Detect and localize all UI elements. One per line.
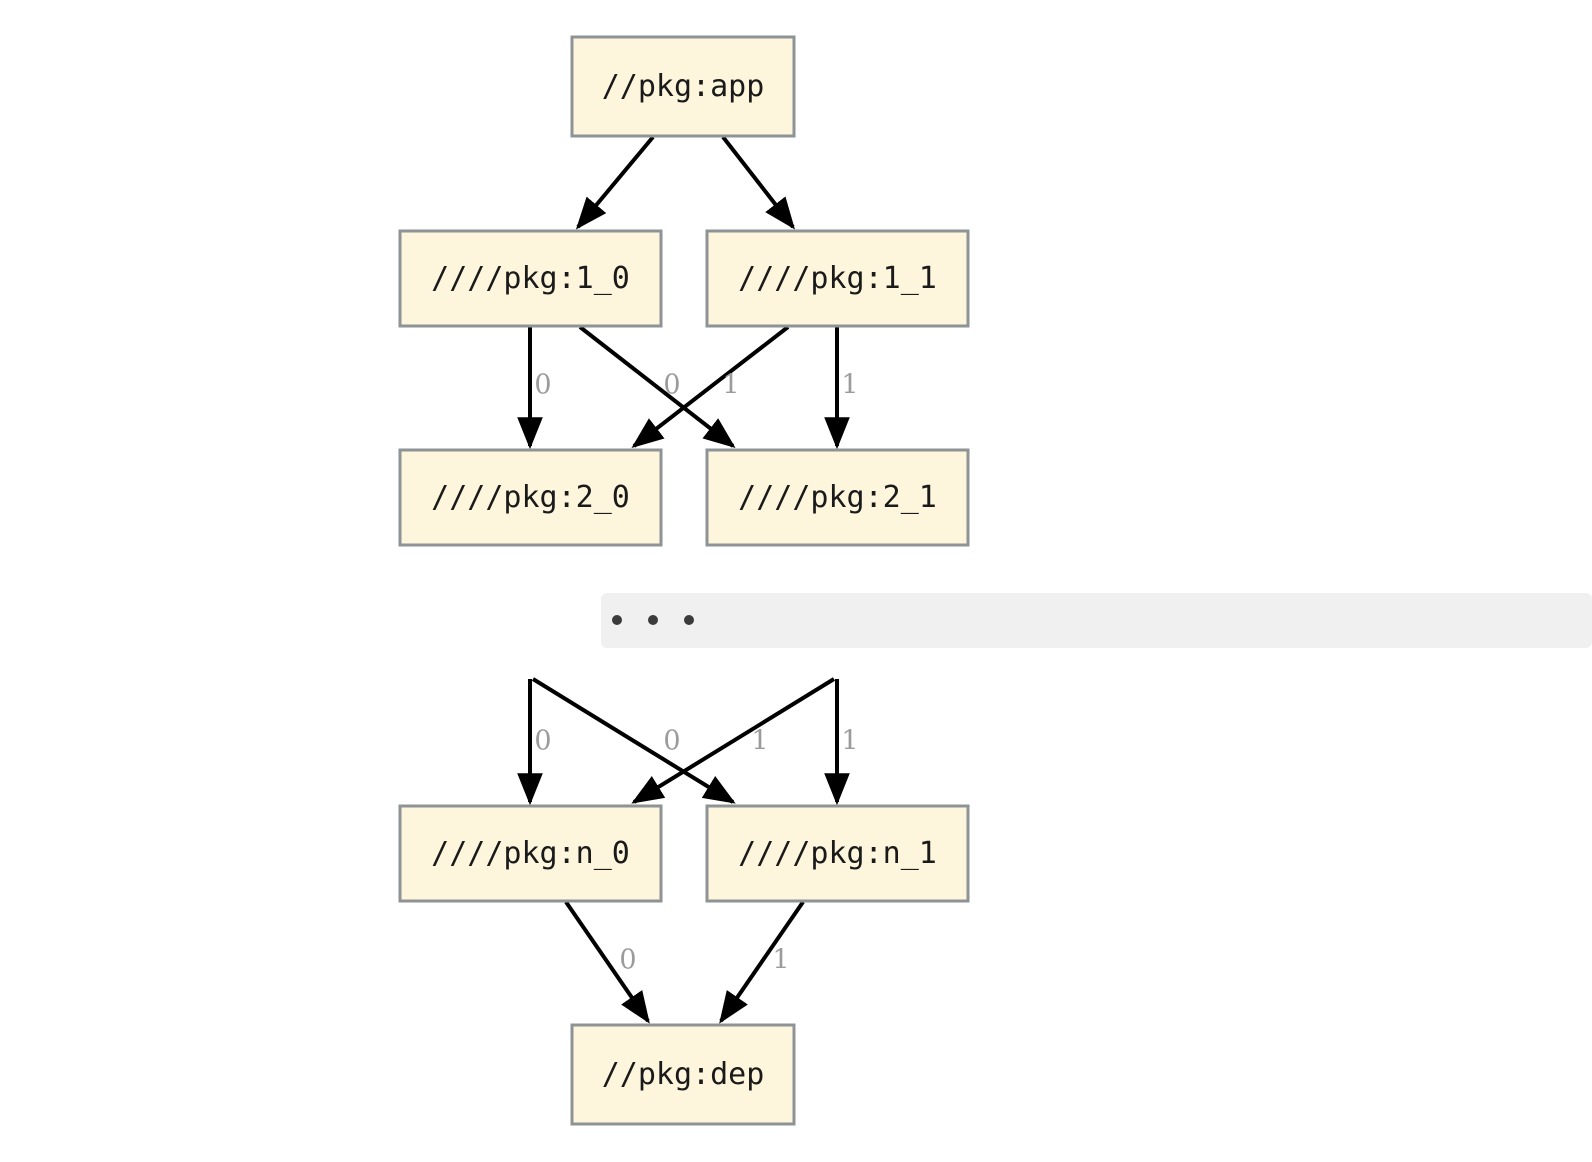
node-box[interactable]: [398, 448, 663, 547]
edge-label: 1: [751, 726, 768, 757]
edge-1_0-to-2_0: 0: [517, 327, 552, 450]
edge-label: 0: [534, 726, 551, 757]
edge-line: [719, 900, 805, 1024]
node-box[interactable]: [705, 804, 970, 903]
edge-line: [578, 325, 736, 448]
node-label: //pkg:app: [602, 69, 765, 104]
edge-line: [564, 900, 650, 1024]
edge-line: [631, 325, 790, 448]
node-nn_1[interactable]: ////pkg:n_1: [705, 804, 970, 903]
node-box[interactable]: [705, 448, 970, 547]
edge-line: [575, 135, 655, 230]
edge-label: 0: [663, 726, 680, 757]
edge-1_1-to-2_0: 1: [631, 325, 790, 448]
edge-label: 1: [722, 370, 739, 401]
edge-label: 0: [619, 945, 636, 976]
node-box[interactable]: [570, 35, 796, 138]
edge-n-2-to-n_1: 1: [824, 679, 859, 806]
edge-app-to-1_1: [721, 135, 795, 230]
node-app[interactable]: //pkg:app: [570, 35, 796, 138]
ellipsis-dot: [684, 615, 694, 625]
node-n2_1[interactable]: ////pkg:2_1: [705, 448, 970, 547]
edge-line: [531, 677, 736, 804]
edge-label: 1: [841, 726, 858, 757]
edge-label: 0: [534, 370, 551, 401]
edge-label: 1: [841, 370, 858, 401]
edge-n-1-to-n_1: 0: [531, 677, 736, 804]
truncated-levels-indicator: [601, 593, 1592, 648]
edge-1_0-to-2_1: 0: [578, 325, 736, 448]
node-n1_1[interactable]: ////pkg:1_1: [705, 229, 970, 328]
node-label: //pkg:dep: [602, 1057, 765, 1092]
edge-line: [631, 677, 836, 804]
edge-n-1-to-n_0: 0: [517, 679, 552, 806]
edge-label: 0: [663, 370, 680, 401]
node-dep[interactable]: //pkg:dep: [570, 1023, 796, 1126]
edge-label: 1: [772, 945, 789, 976]
node-box[interactable]: [570, 1023, 796, 1126]
node-label: ////pkg:n_0: [431, 836, 630, 871]
ellipsis-dot: [648, 615, 658, 625]
node-label: ////pkg:1_0: [431, 261, 630, 296]
edge-n_1-to-dep: 1: [719, 900, 805, 1024]
node-box[interactable]: [398, 229, 663, 328]
nodes-group: //pkg:app ////pkg:1_0 ////pkg:1_1 ////pkg:2…: [398, 35, 970, 1126]
edge-line: [721, 135, 795, 230]
ellipsis-dot: [612, 615, 622, 625]
node-label: ////pkg:2_1: [738, 480, 937, 515]
ellipsis-band: [601, 593, 1592, 648]
edge-app-to-1_0: [575, 135, 655, 230]
node-box[interactable]: [705, 229, 970, 328]
node-box[interactable]: [398, 804, 663, 903]
edges-group: 0 0 1 1 0 0 1 1 0 1: [517, 135, 859, 1024]
node-n2_0[interactable]: ////pkg:2_0: [398, 448, 663, 547]
edge-n-2-to-n_0: 1: [631, 677, 836, 804]
edge-n_0-to-dep: 0: [564, 900, 650, 1024]
node-label: ////pkg:2_0: [431, 480, 630, 515]
node-label: ////pkg:1_1: [738, 261, 937, 296]
node-label: ////pkg:n_1: [738, 836, 937, 871]
node-nn_0[interactable]: ////pkg:n_0: [398, 804, 663, 903]
edge-1_1-to-2_1: 1: [824, 327, 859, 450]
node-n1_0[interactable]: ////pkg:1_0: [398, 229, 663, 328]
